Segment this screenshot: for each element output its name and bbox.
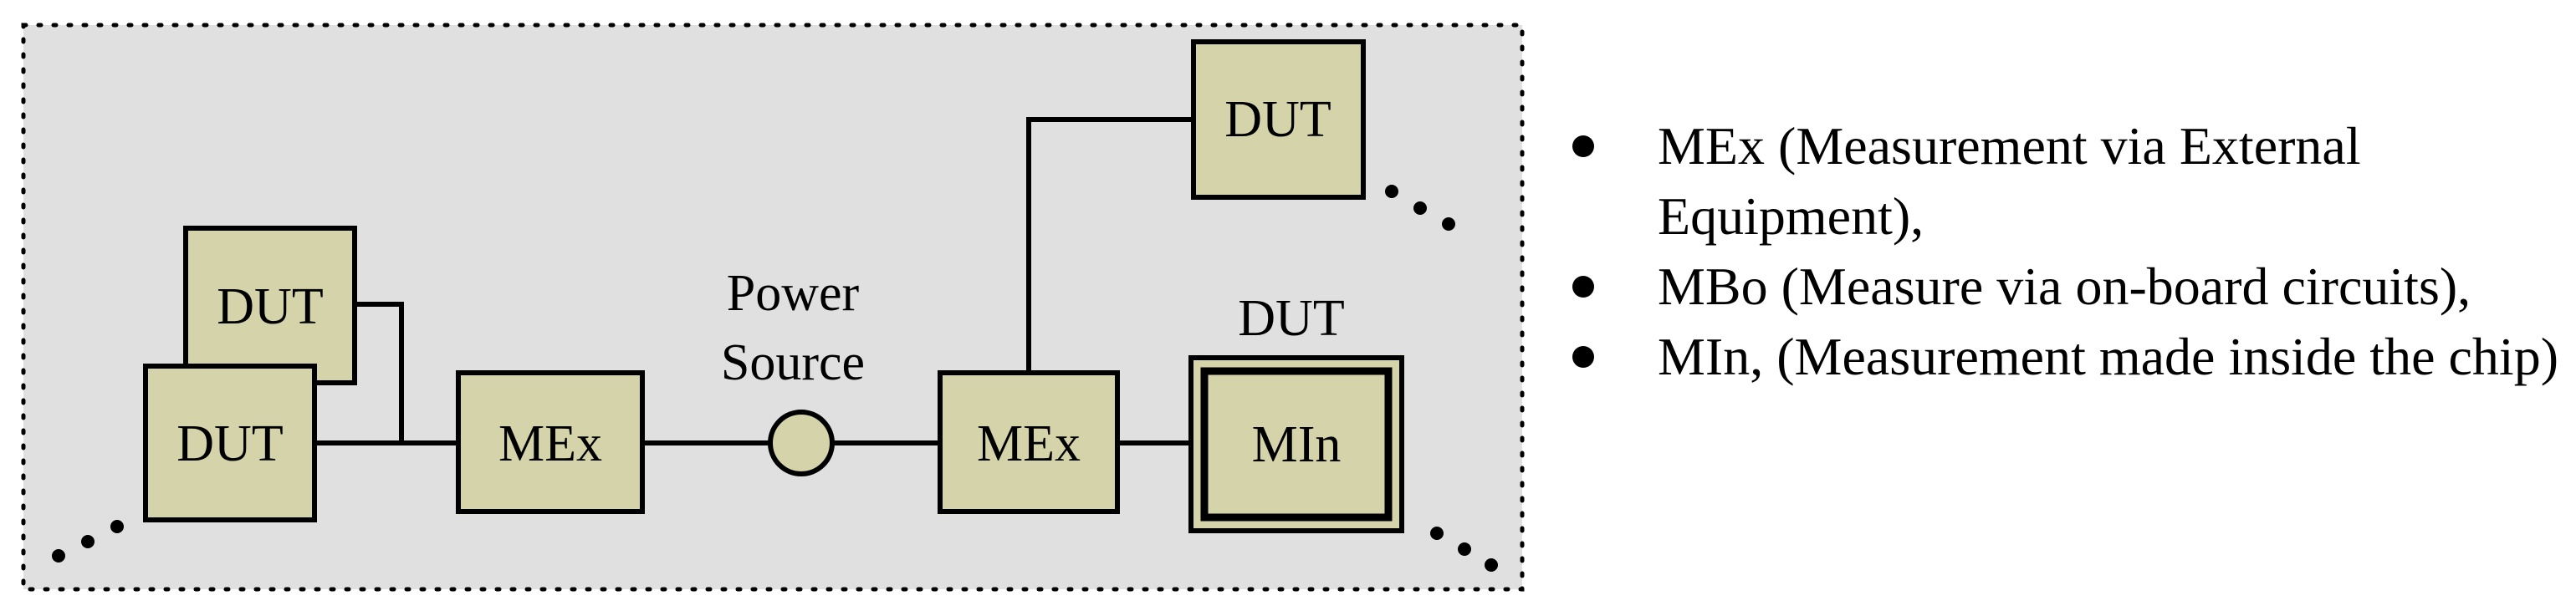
legend-item-min: MIn, (Measurement made inside the chip) <box>1562 322 2566 392</box>
continuation-dots-bottom-left <box>52 520 124 563</box>
measurement-topology-diagram: DUT DUT MEx Power Source MEx DUT DUT MIn <box>21 23 1525 592</box>
dut-chip-label: DUT <box>1238 290 1344 347</box>
legend-item-text: MEx (Measurement via External Equipment)… <box>1658 116 2361 246</box>
legend-item-text: MBo (Measure via on-board circuits), <box>1658 257 2471 316</box>
connection-lines <box>314 117 1193 445</box>
mex-right-label: MEx <box>977 415 1081 472</box>
dut-stacked-front-box: DUT <box>143 364 317 522</box>
dut-stacked-back-box: DUT <box>183 226 357 385</box>
measurement-legend: MEx (Measurement via External Equipment)… <box>1562 111 2566 392</box>
power-source-label-line1: Power <box>727 265 860 322</box>
dut-stacked-back-label: DUT <box>217 278 323 335</box>
continuation-dots-bottom-right <box>1430 527 1498 572</box>
mex-left-label: MEx <box>498 415 602 472</box>
legend-item-mbo: MBo (Measure via on-board circuits), <box>1562 252 2566 322</box>
power-source: Power Source <box>721 265 865 476</box>
bullet-icon <box>1572 135 1594 157</box>
dut-stacked-front-label: DUT <box>176 415 283 472</box>
dut-chip: DUT MIn <box>1188 290 1404 533</box>
dut-top-right-label: DUT <box>1224 91 1331 148</box>
dut-top-right-box: DUT <box>1191 39 1366 200</box>
mex-right-box: MEx <box>938 370 1120 514</box>
min-label: MIn <box>1252 416 1342 473</box>
power-source-symbol <box>768 410 835 476</box>
connector-dut-back-to-bus <box>355 302 404 443</box>
legend-item-mex: MEx (Measurement via External Equipment)… <box>1562 111 2566 252</box>
legend-item-text: MIn, (Measurement made inside the chip) <box>1658 327 2558 386</box>
mex-left-box: MEx <box>456 370 645 514</box>
bullet-icon <box>1572 276 1594 298</box>
bullet-icon <box>1572 346 1594 368</box>
power-source-label-line2: Source <box>721 334 865 391</box>
continuation-dots-top-right <box>1385 185 1455 231</box>
connector-mex-to-dut-top <box>1026 117 1193 373</box>
min-box <box>1200 367 1393 522</box>
